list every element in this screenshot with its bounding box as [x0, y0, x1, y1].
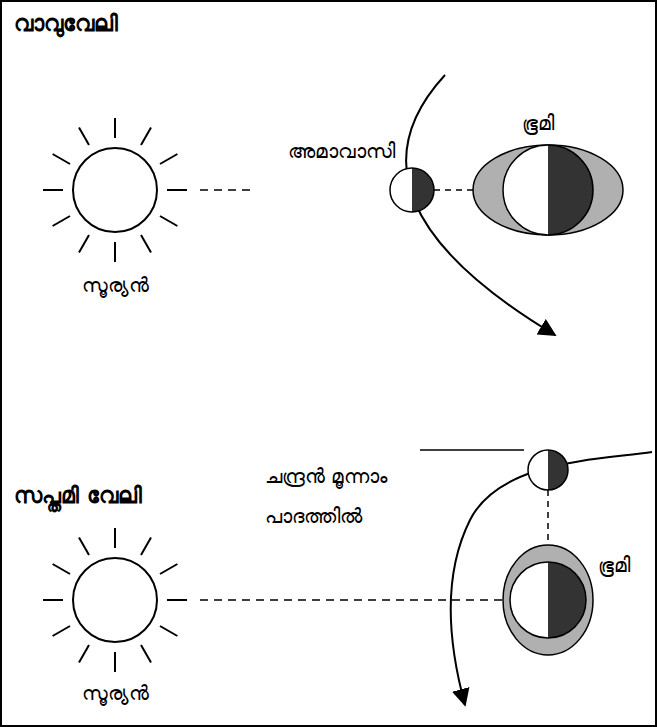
alignment-line — [200, 189, 250, 191]
panel-title: സപ്തമി വേലി — [14, 482, 142, 511]
sun-label: സൂര്യൻ — [82, 272, 149, 298]
earth-label: ഭൂമി — [522, 110, 554, 136]
sun-symbol — [43, 528, 187, 672]
alignment-line — [547, 490, 549, 545]
moon-label: അമാവാസി — [288, 138, 395, 164]
moon-symbol — [528, 450, 568, 490]
leader-line — [420, 449, 524, 451]
panel-title: വാവുവേലി — [14, 10, 118, 39]
earth-symbol — [473, 145, 623, 235]
earth-symbol — [503, 545, 593, 655]
alignment-line — [434, 189, 473, 191]
moon-phase-label: ചന്ദ്രൻ മൂന്നാം പാദത്തിൽ — [265, 456, 430, 536]
alignment-line — [200, 599, 503, 601]
sun-symbol — [43, 118, 187, 262]
earth-label: ഭൂമി — [598, 552, 630, 578]
moon-symbol — [390, 168, 434, 212]
sun-label: സൂര്യൻ — [82, 680, 149, 706]
